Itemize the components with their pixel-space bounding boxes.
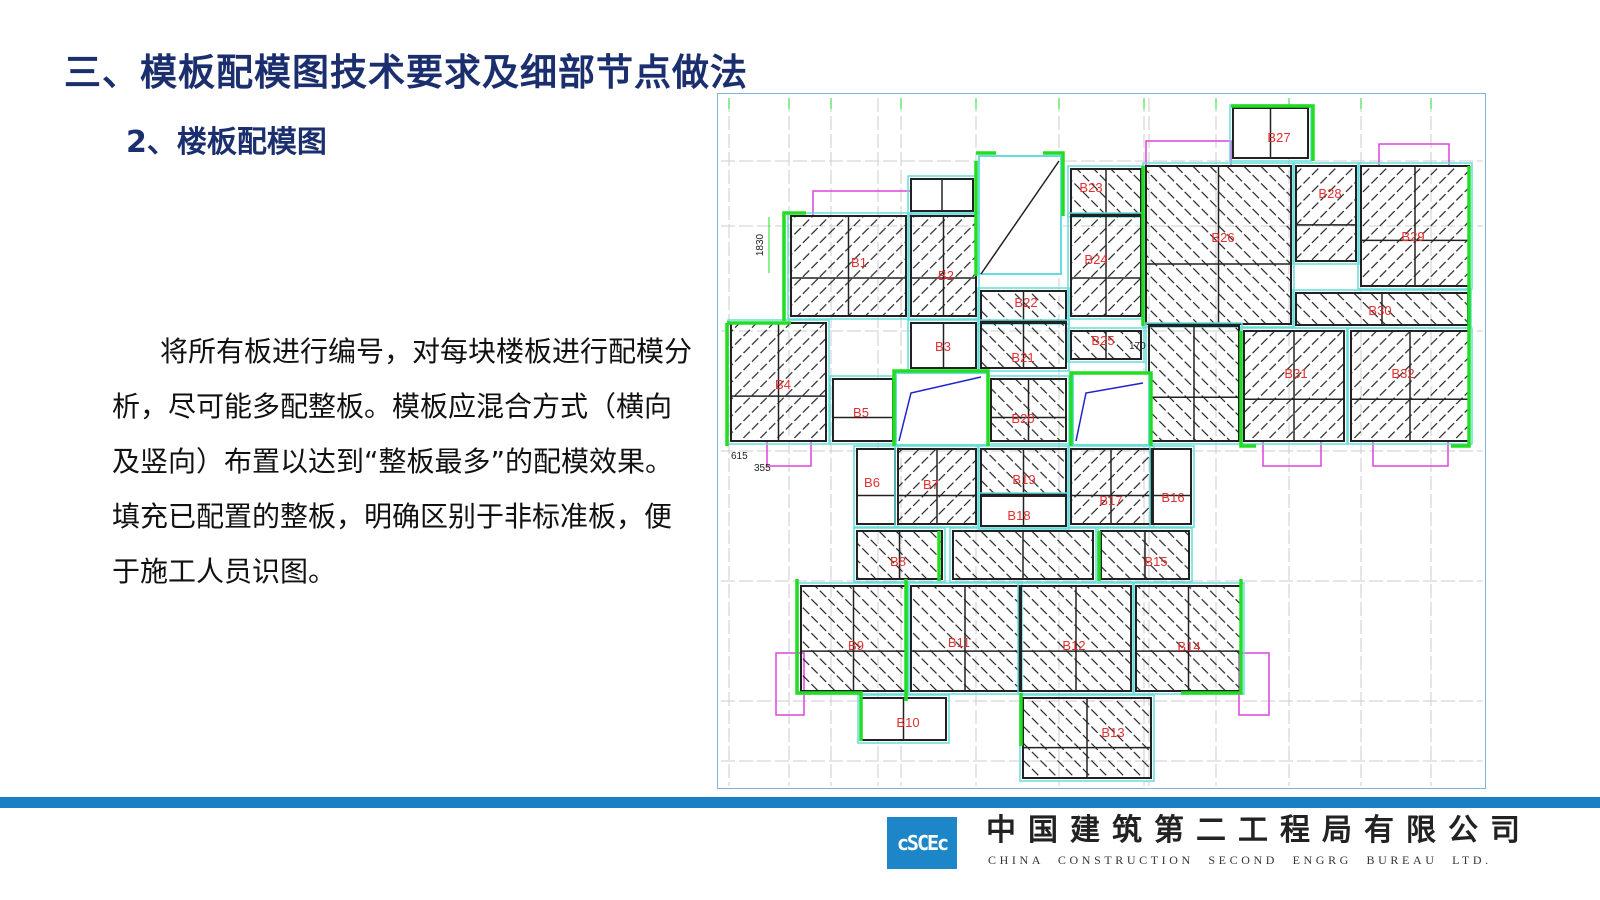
- slab-label: B8: [890, 554, 906, 569]
- slab-label: B28: [1318, 186, 1341, 201]
- shear-wall: [782, 211, 806, 321]
- slab-label: B13: [1101, 725, 1124, 740]
- slab-label: B12: [1062, 638, 1085, 653]
- slab-outline: [1357, 162, 1473, 290]
- slab-label: B4: [775, 377, 791, 392]
- slab-label: B2: [938, 268, 954, 283]
- slab-label: B26: [1211, 230, 1234, 245]
- dimension-label: 355: [754, 463, 771, 474]
- opening: [895, 372, 989, 446]
- slab-label: B17: [1099, 493, 1122, 508]
- slab-label: B20: [1011, 411, 1034, 426]
- slab-label: B15: [1144, 554, 1167, 569]
- body-text: 将所有板进行编号，对每块楼板进行配模分析，尽可能多配整板。模板应混合方式（横向及…: [112, 335, 693, 588]
- non-standard-panel-area: [856, 448, 896, 525]
- body-paragraph: 将所有板进行编号，对每块楼板进行配模分析，尽可能多配整板。模板应混合方式（横向及…: [112, 324, 692, 599]
- standard-panel-area: [1295, 165, 1357, 262]
- slab-label: B11: [948, 635, 970, 650]
- slab-outline: [949, 527, 1097, 583]
- slide-subtitle: 2、楼板配模图: [126, 125, 327, 160]
- non-standard-panel-area: [1152, 448, 1192, 525]
- slab-label: B18: [1007, 508, 1030, 523]
- shear-wall: [795, 579, 863, 741]
- shear-wall: [1239, 331, 1256, 448]
- slab-outline: [1292, 162, 1360, 265]
- slab-label: B14: [1177, 639, 1200, 654]
- shear-wall: [1069, 371, 1153, 446]
- slab-label: B1: [851, 255, 867, 270]
- slab-label: B6: [864, 475, 880, 490]
- stair-line: [1075, 382, 1144, 442]
- slab-outline: [853, 527, 946, 583]
- logo-mark: cSCEc: [896, 831, 949, 855]
- slab-label: B31: [1284, 366, 1307, 381]
- slab-outline: [977, 319, 1070, 372]
- diagonal-line: [980, 160, 1060, 275]
- slab-label: B24: [1084, 252, 1107, 267]
- slab-label: B25: [1091, 333, 1114, 348]
- shear-wall: [1231, 104, 1315, 161]
- dimension-label: 170: [1129, 341, 1146, 352]
- company-name-en: CHINA CONSTRUCTION SECOND ENGRG BUREAU L…: [988, 853, 1492, 867]
- company-name-cn: 中国建筑第二工程局有限公司: [986, 813, 1532, 848]
- slab-label: B23: [1079, 180, 1102, 195]
- slab-outline: [857, 694, 950, 744]
- slide-title: 三、模板配模图技术要求及细部节点做法: [64, 51, 748, 94]
- slab-outline: [1347, 327, 1473, 445]
- slab-outline: [787, 212, 910, 320]
- company-logo: cSCEc: [887, 817, 957, 869]
- slab-label: B32: [1391, 366, 1414, 381]
- slab-label: B21: [1011, 350, 1034, 365]
- shear-wall: [1451, 166, 1471, 448]
- slab-label: B3: [935, 339, 951, 354]
- dimension-label: 615: [731, 451, 748, 462]
- slab-outline: [977, 492, 1070, 530]
- slab-label: B19: [1012, 472, 1035, 487]
- stair-line: [898, 376, 982, 442]
- shear-wall: [1181, 579, 1243, 695]
- footer-bar: [0, 797, 1600, 808]
- slab-label: B7: [923, 477, 939, 492]
- slab-label: B10: [896, 715, 919, 730]
- dimension-label: 1830: [755, 233, 766, 256]
- shear-wall: [892, 369, 990, 446]
- slab-outline: [1067, 327, 1145, 363]
- slab-label: B30: [1368, 303, 1391, 318]
- slab-outline: [1017, 582, 1135, 695]
- slab-label: B22: [1014, 295, 1037, 310]
- slab-outline: [1149, 445, 1195, 528]
- slab-label: B29: [1401, 229, 1424, 244]
- slab-label: B16: [1161, 490, 1184, 505]
- balcony-outline: [775, 652, 805, 716]
- shear-wall: [1043, 151, 1065, 216]
- slab-label: B9: [848, 638, 864, 653]
- opening: [978, 155, 1062, 275]
- slab-label: B27: [1267, 130, 1290, 145]
- slab-label: B5: [853, 405, 869, 420]
